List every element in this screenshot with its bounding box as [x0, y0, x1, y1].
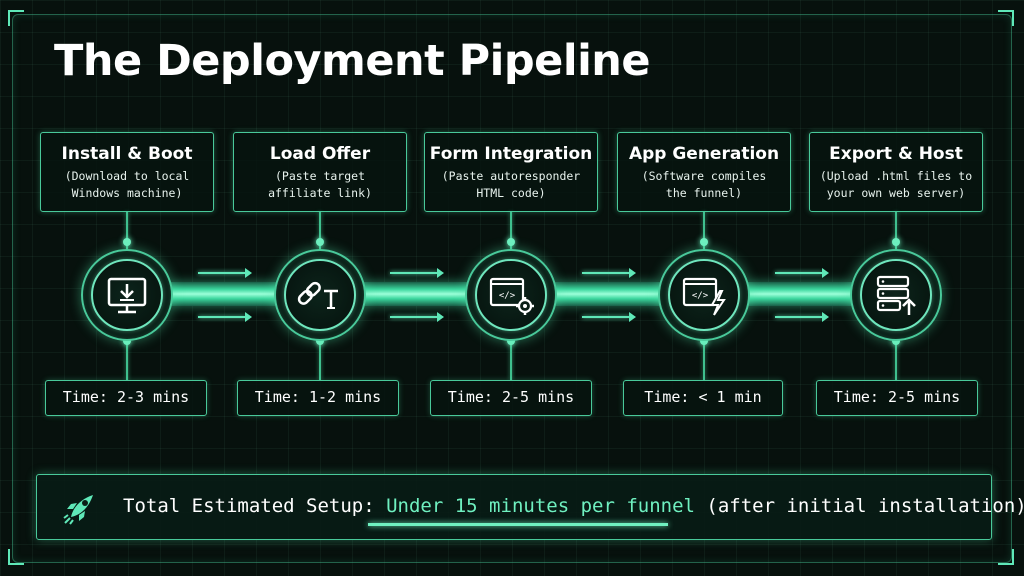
time-estimate: Time: 2-5 mins — [430, 380, 592, 416]
step-title: Load Offer — [269, 144, 371, 164]
step-desc: affiliate link) — [268, 186, 372, 200]
step-desc: (Software compiles — [641, 169, 767, 183]
frame-corner — [8, 10, 24, 26]
step-node-install — [81, 249, 173, 341]
pipeline-pipe — [554, 282, 660, 306]
svg-text:</>: </> — [499, 291, 516, 301]
download-monitor-icon — [107, 277, 147, 314]
step-box-load-offer: Load Offer (Paste target affiliate link) — [233, 132, 407, 212]
connector-line — [703, 340, 705, 380]
connector-line — [319, 340, 321, 380]
connector-line — [895, 212, 897, 250]
step-box-install: Install & Boot (Download to local Window… — [40, 132, 214, 212]
step-node-form-integration: </> — [465, 249, 557, 341]
link-text-icon — [297, 281, 338, 309]
summary-text: Total Estimated Setup: Under 15 minutes … — [123, 495, 1024, 517]
connector-dot — [316, 337, 324, 345]
connector-dot — [700, 337, 708, 345]
step-box-export-host: Export & Host (Upload .html files to you… — [809, 132, 983, 212]
step-desc: Windows machine) — [71, 186, 183, 200]
connector-line — [895, 340, 897, 380]
rocket-icon — [63, 495, 93, 525]
frame-corner — [998, 549, 1014, 565]
step-node-app-generation: </> — [658, 249, 750, 341]
highlight-underline — [368, 523, 668, 526]
outer-frame — [12, 14, 1012, 563]
flow-arrow — [775, 268, 829, 278]
connector-line — [319, 212, 321, 250]
step-desc: HTML code) — [476, 186, 546, 200]
summary-suffix: (after initial installation). — [694, 495, 1024, 517]
flow-arrow — [198, 312, 252, 322]
step-node-load-offer — [274, 249, 366, 341]
connector-dot — [507, 337, 515, 345]
pipeline-pipe — [363, 282, 467, 306]
step-desc: (Upload .html files to — [819, 169, 973, 183]
connector-dot — [316, 238, 324, 246]
connector-dot — [507, 238, 515, 246]
step-box-app-generation: App Generation (Software compiles the fu… — [617, 132, 791, 212]
step-title: Export & Host — [829, 144, 963, 164]
summary-highlight: Under 15 minutes per funnel — [386, 495, 695, 517]
flow-arrow — [582, 268, 636, 278]
connector-line — [703, 212, 705, 250]
code-gear-icon: </> — [489, 277, 534, 315]
time-estimate: Time: 2-3 mins — [45, 380, 207, 416]
connector-line — [126, 340, 128, 380]
step-desc: the funnel) — [665, 186, 743, 200]
step-desc: (Paste target — [274, 169, 365, 183]
page-title: The Deployment Pipeline — [54, 36, 651, 86]
connector-dot — [123, 238, 131, 246]
connector-dot — [700, 238, 708, 246]
step-title: App Generation — [628, 144, 780, 164]
summary-prefix: Total Estimated Setup: — [123, 495, 387, 517]
flow-arrow — [390, 268, 444, 278]
connector-dot — [123, 337, 131, 345]
step-desc: (Paste autoresponder — [441, 169, 581, 183]
pipeline-pipe — [170, 282, 278, 306]
flow-arrow — [198, 268, 252, 278]
connector-dot — [892, 238, 900, 246]
step-desc: (Download to local — [64, 169, 190, 183]
step-desc: your own web server) — [826, 186, 966, 200]
step-title: Install & Boot — [61, 144, 193, 164]
code-bolt-icon: </> — [682, 277, 726, 316]
frame-corner — [8, 549, 24, 565]
connector-line — [126, 212, 128, 250]
pipeline-pipe — [747, 282, 853, 306]
flow-arrow — [775, 312, 829, 322]
flow-arrow — [582, 312, 636, 322]
step-box-form-integration: Form Integration (Paste autoresponder HT… — [424, 132, 598, 212]
flow-arrow — [390, 312, 444, 322]
server-upload-icon — [876, 275, 916, 315]
time-estimate: Time: 1-2 mins — [237, 380, 399, 416]
connector-line — [510, 340, 512, 380]
svg-text:</>: </> — [692, 291, 709, 301]
connector-dot — [892, 337, 900, 345]
frame-corner — [998, 10, 1014, 26]
connector-line — [510, 212, 512, 250]
time-estimate: Time: 2-5 mins — [816, 380, 978, 416]
step-node-export-host — [850, 249, 942, 341]
summary-banner: Total Estimated Setup: Under 15 minutes … — [36, 474, 1024, 540]
step-title: Form Integration — [429, 144, 593, 164]
time-estimate: Time: < 1 min — [623, 380, 783, 416]
